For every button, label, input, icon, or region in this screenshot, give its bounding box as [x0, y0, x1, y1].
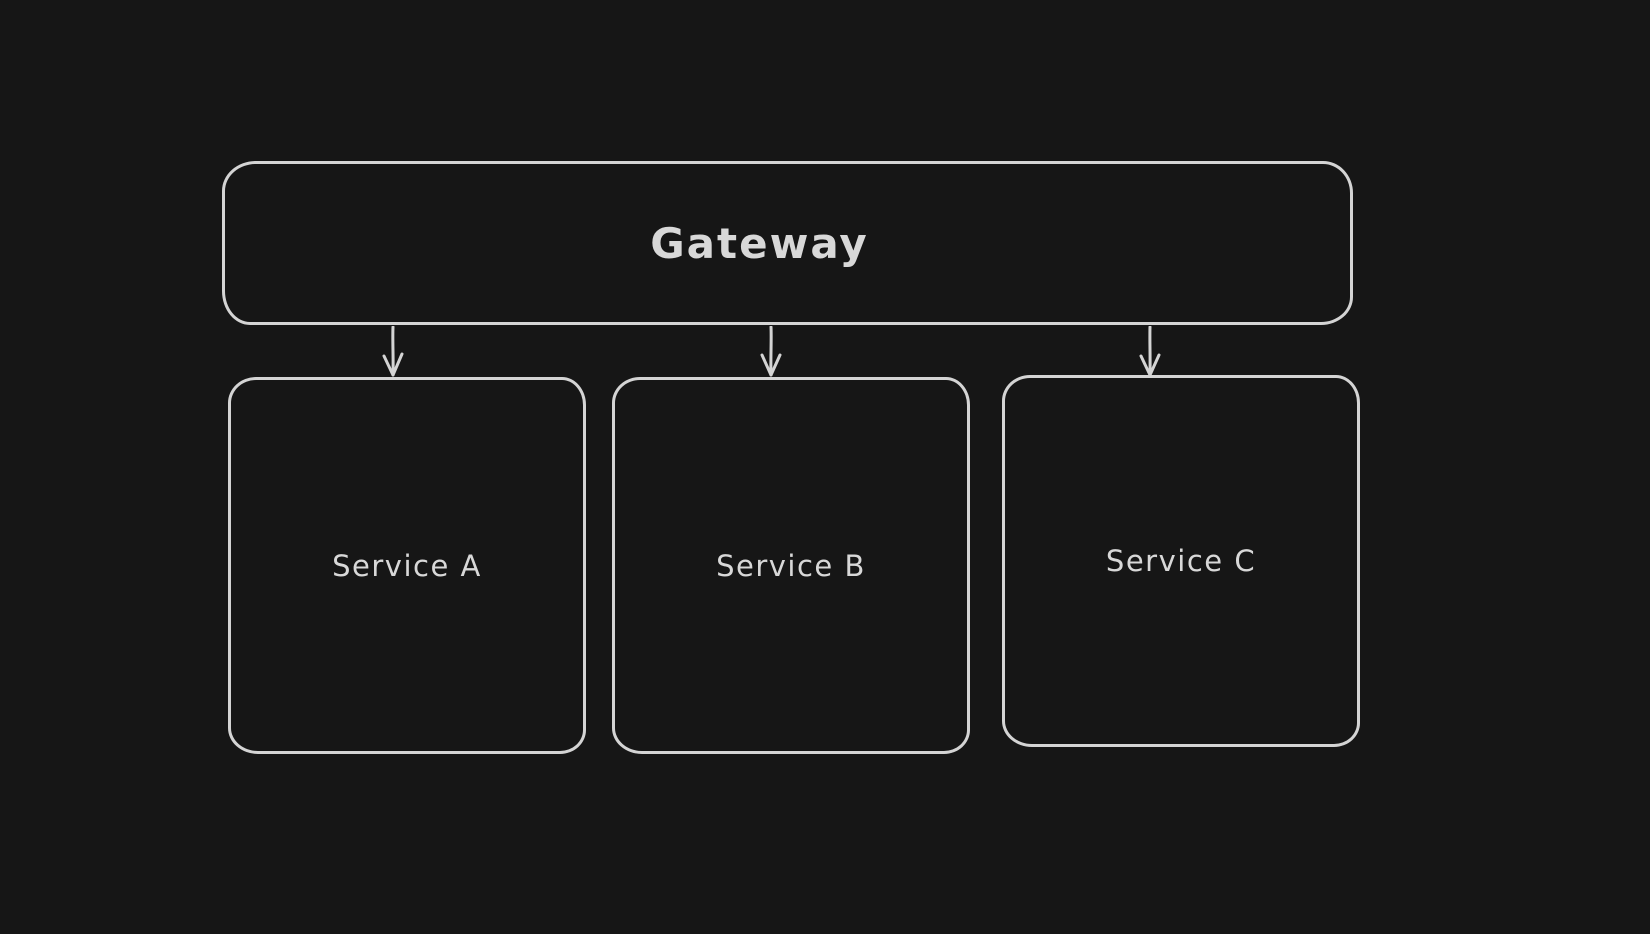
node-gateway-label: Gateway [650, 218, 869, 268]
down-arrow-icon [382, 326, 404, 377]
node-service-a-label: Service A [332, 548, 482, 583]
node-service-c: Service C [1002, 375, 1360, 747]
arrow-gateway-to-service-a [374, 326, 412, 378]
node-service-a: Service A [228, 377, 586, 754]
node-service-b: Service B [612, 377, 970, 754]
down-arrow-icon [760, 326, 782, 377]
node-service-b-label: Service B [716, 548, 866, 583]
down-arrow-icon [1139, 326, 1161, 377]
arrow-gateway-to-service-c [1131, 326, 1169, 378]
node-service-c-label: Service C [1105, 544, 1257, 578]
arrow-gateway-to-service-b [752, 326, 790, 378]
node-gateway: Gateway [222, 161, 1353, 325]
